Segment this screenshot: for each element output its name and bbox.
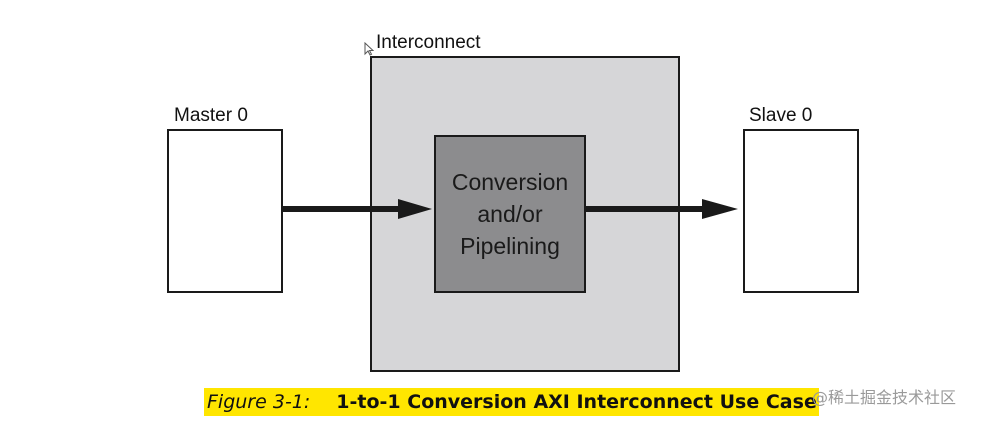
arrow-conversion-to-slave (586, 199, 738, 219)
conversion-line-1: Conversion (451, 169, 569, 195)
slave-label: Slave 0 (749, 105, 813, 126)
caption-title: 1-to-1 Conversion AXI Interconnect Use C… (336, 391, 817, 413)
interconnect-label: Interconnect (376, 32, 481, 53)
figure-caption: Figure 3-1: 1-to-1 Conversion AXI Interco… (204, 388, 819, 416)
caption-figure-number: Figure 3-1: (207, 391, 311, 413)
watermark-text: @稀土掘金技术社区 (812, 388, 957, 407)
slave-block (743, 129, 859, 293)
conversion-line-3: Pipelining (460, 233, 560, 259)
arrow-master-to-conversion (283, 199, 432, 219)
conversion-pipelining-block: Conversion and/or Pipelining (434, 135, 586, 293)
conversion-line-2: and/or (477, 201, 543, 227)
master-block (167, 129, 283, 293)
master-label: Master 0 (174, 105, 248, 126)
mouse-cursor-icon (364, 42, 374, 56)
